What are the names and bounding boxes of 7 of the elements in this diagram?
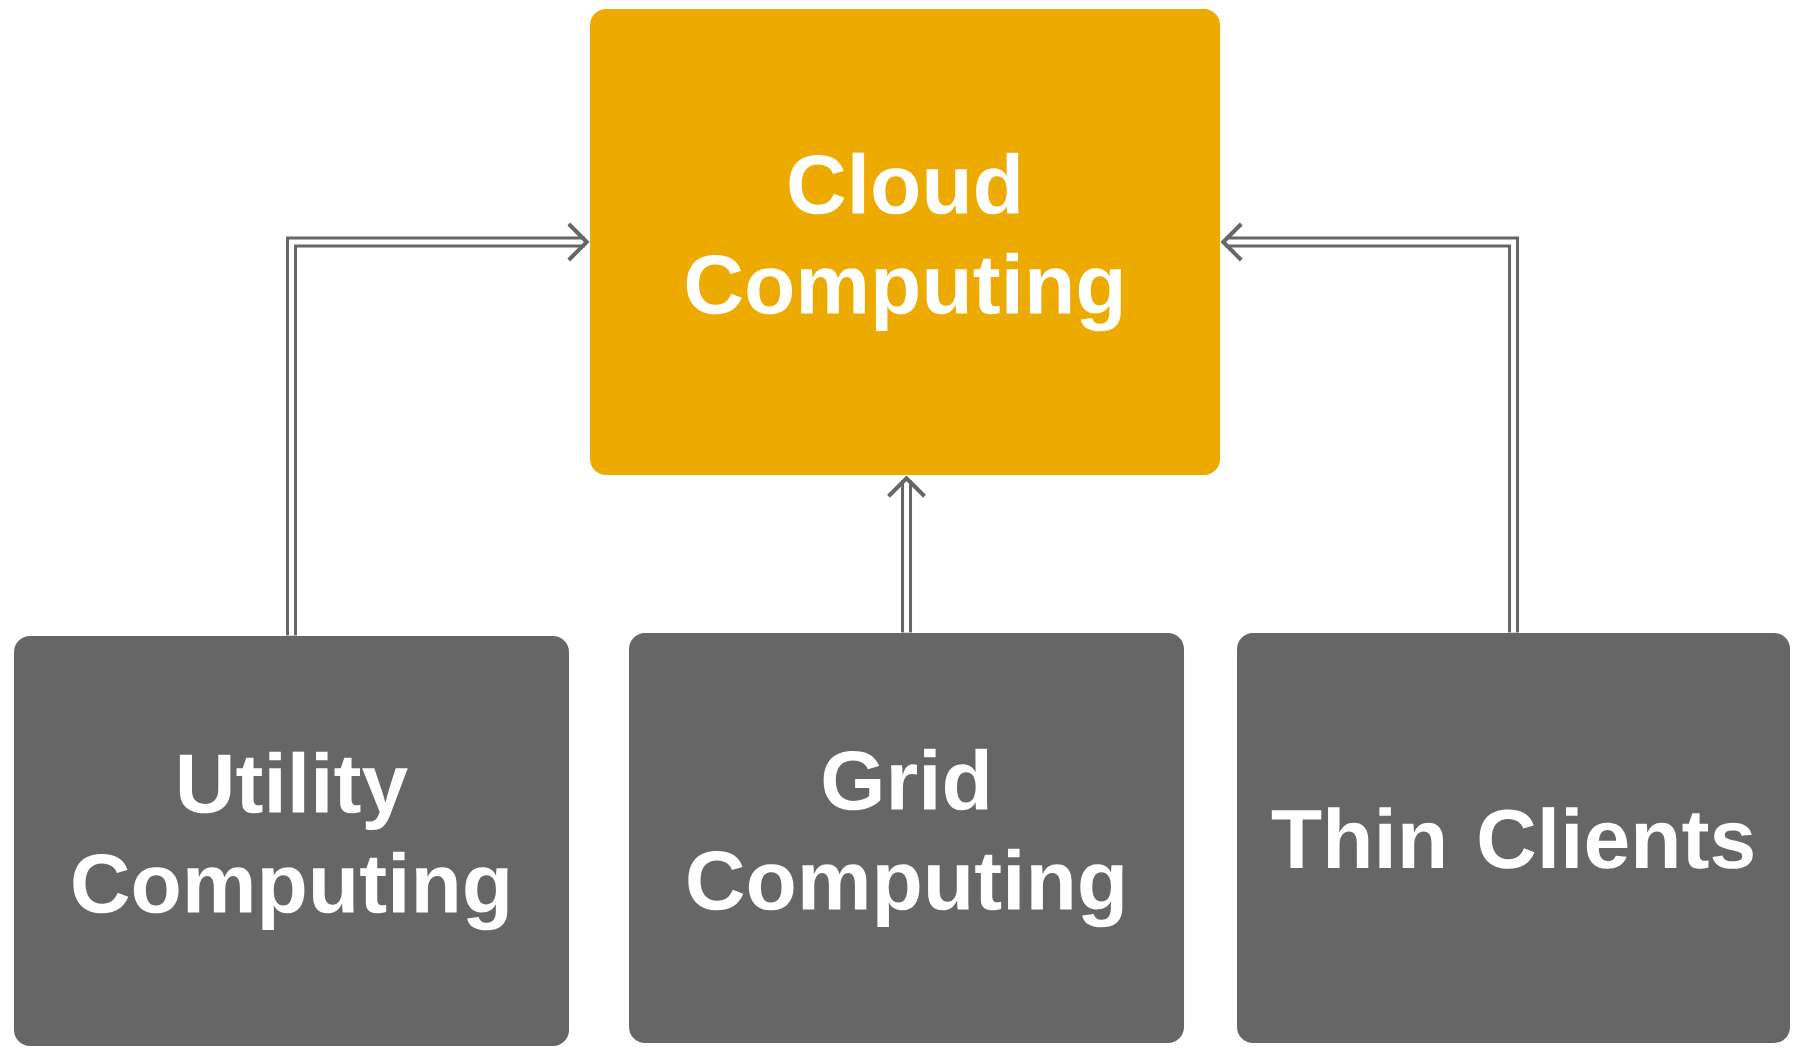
arrow [286,222,590,636]
arrow [1220,222,1520,633]
process-box: Grid Computing [629,633,1184,1043]
process-box: Cloud Computing [590,9,1220,475]
arrow [887,475,926,633]
process-box: Thin Clients [1237,633,1791,1043]
process-box: Utility Computing [14,636,569,1046]
